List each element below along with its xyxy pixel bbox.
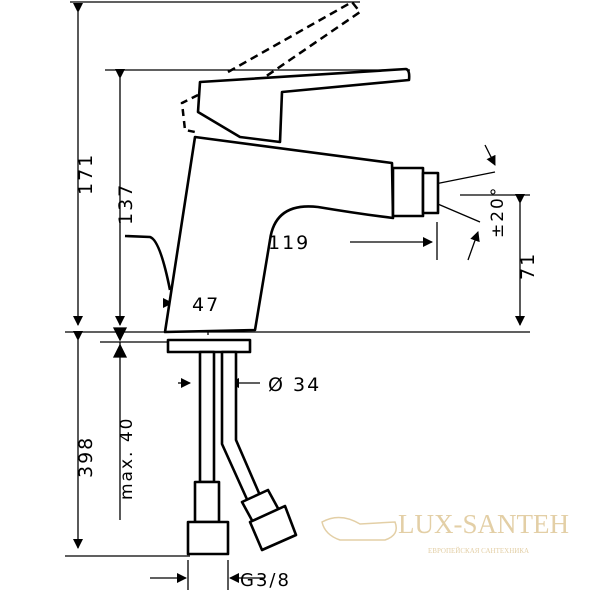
bathtub-icon — [321, 516, 397, 541]
label-max40: max. 40 — [117, 417, 137, 500]
label-119: 119 — [268, 232, 310, 254]
watermark-logo: LUX-SANTEH ЕВРОПЕЙСКАЯ САНТЕХНИКА — [321, 509, 569, 555]
fitting-left — [186, 520, 230, 556]
hose-right — [220, 350, 264, 508]
label-angle: ±20° — [488, 186, 508, 238]
spray-nozzle — [391, 166, 425, 218]
faucet-lever — [196, 67, 411, 144]
mounting-flange — [166, 338, 252, 354]
label-137: 137 — [115, 183, 137, 225]
label-thread: G3/8 — [240, 570, 291, 591]
hose-left — [198, 350, 216, 484]
popup-rod — [124, 234, 172, 291]
watermark-brand: LUX-SANTEH — [398, 509, 569, 539]
label-398: 398 — [75, 436, 97, 478]
label-71: 71 — [517, 252, 539, 280]
watermark-tagline: ЕВРОПЕЙСКАЯ САНТЕХНИКА — [428, 547, 529, 555]
lever-open-outline — [227, 0, 362, 92]
fitting-right — [248, 504, 298, 552]
label-47: 47 — [192, 294, 220, 316]
label-171: 171 — [75, 153, 97, 195]
faucet-body — [163, 135, 395, 334]
label-diameter: Ø 34 — [268, 374, 321, 396]
